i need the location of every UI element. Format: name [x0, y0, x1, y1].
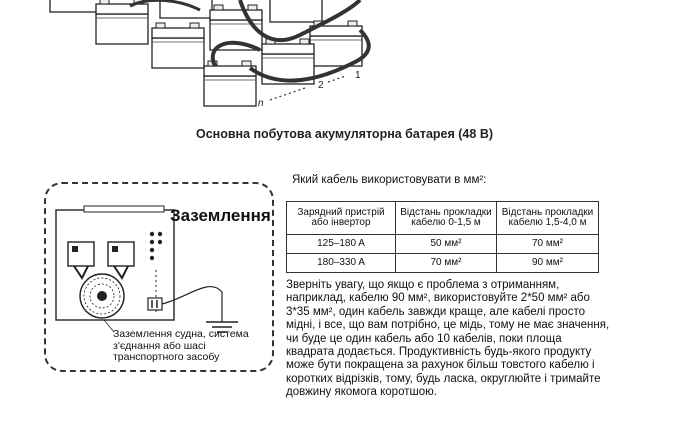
terminal-block — [67, 241, 95, 267]
table-cell: 70 мм² — [496, 234, 599, 254]
label-n: n — [258, 98, 264, 109]
ground-symbol-icon — [206, 321, 238, 333]
ground-title: Заземлення — [170, 206, 271, 225]
terminal-block — [107, 241, 135, 267]
table-row: 180–330 A 70 мм² 90 мм² — [286, 253, 599, 273]
battery-unit — [159, 0, 213, 19]
cable-advice-paragraph: Зверніть увагу, що якщо є проблема з отр… — [286, 279, 610, 399]
battery-unit — [95, 0, 149, 45]
table-header-cell: Відстань прокладки кабелю 1,5-4,0 м — [496, 201, 599, 235]
table-header-row: Зарядний пристрій або інвертор Відстань … — [286, 201, 599, 235]
ground-terminal — [147, 297, 163, 311]
battery-bank-illustration: n 2 1 — [49, 0, 371, 109]
label-1: 1 — [355, 70, 361, 81]
table-cell: 180–330 A — [286, 253, 396, 273]
label-2: 2 — [318, 80, 324, 91]
table-header-cell: Відстань прокладки кабелю 0-1,5 м — [395, 201, 497, 235]
table-header-cell: Зарядний пристрій або інвертор — [286, 201, 396, 235]
ground-frame — [44, 182, 274, 372]
table-cell: 50 мм² — [395, 234, 497, 254]
figure-caption: Основна побутова акумуляторна батарея (4… — [195, 127, 494, 141]
battery-unit — [49, 0, 103, 13]
cable-size-table: Зарядний пристрій або інвертор Відстань … — [286, 201, 599, 273]
table-row: 125–180 A 50 мм² 70 мм² — [286, 234, 599, 254]
battery-unit — [151, 22, 205, 69]
cable-question: Який кабель використовувати в мм²: — [292, 174, 487, 186]
battery-unit — [269, 0, 323, 23]
table-cell: 90 мм² — [496, 253, 599, 273]
table-cell: 70 мм² — [395, 253, 497, 273]
inverter-ground-illustration — [55, 205, 238, 333]
battery-unit — [203, 60, 257, 107]
table-cell: 125–180 A — [286, 234, 396, 254]
ground-note: Заземлення судна, система з'єднання або … — [113, 328, 249, 363]
